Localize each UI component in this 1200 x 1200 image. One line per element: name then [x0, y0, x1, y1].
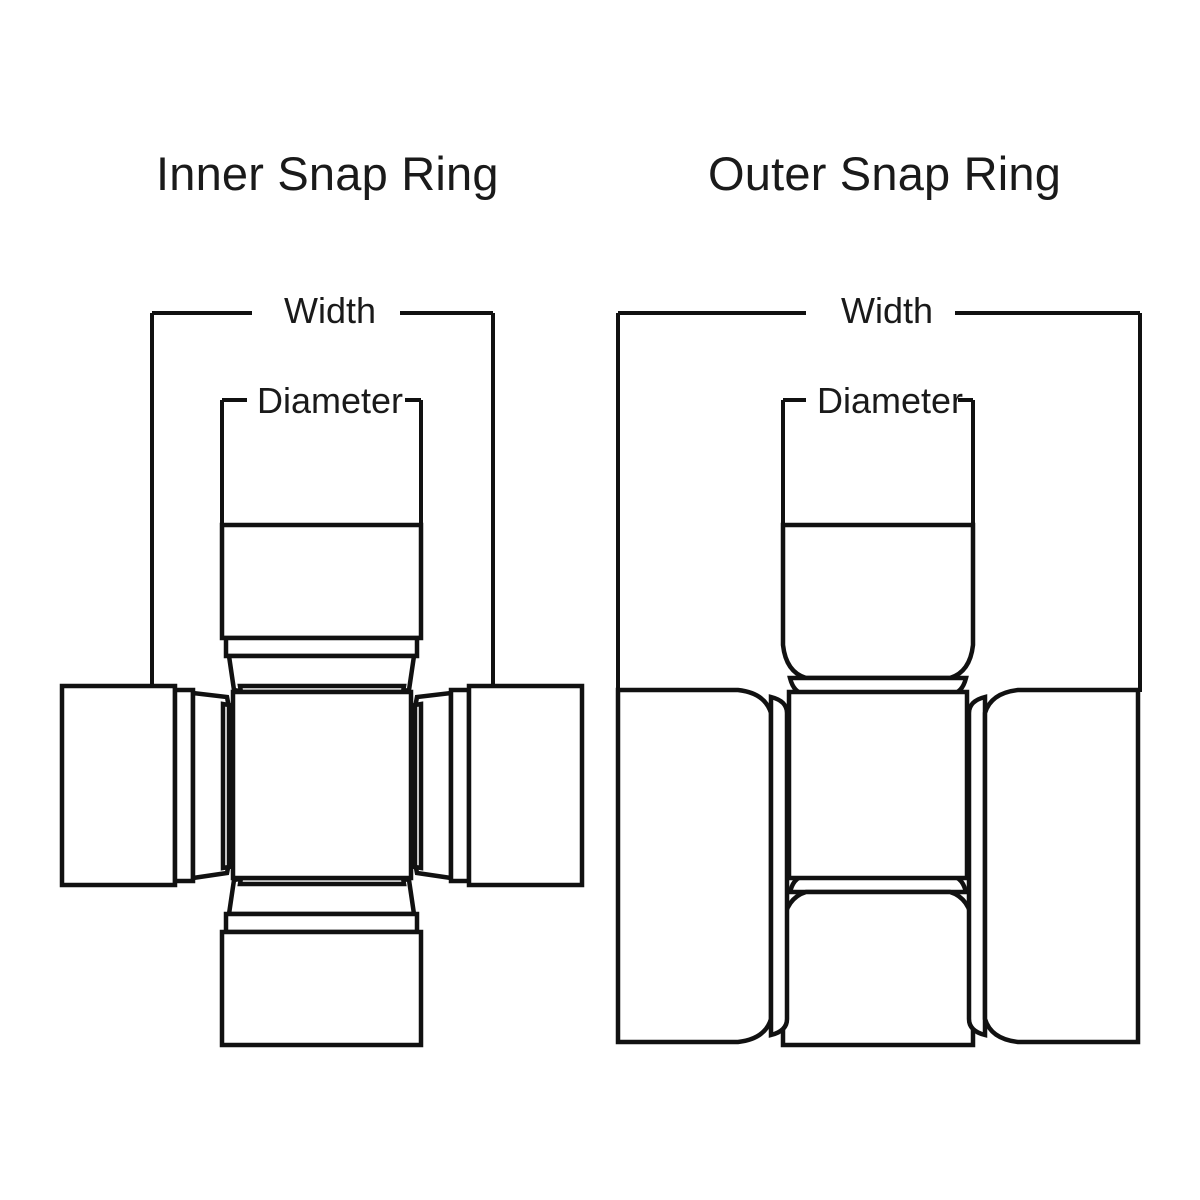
bearing-cap-top-outer	[780, 522, 976, 697]
dimension-diameter-outer	[781, 398, 975, 527]
cap-lip-left-outer	[768, 694, 790, 1038]
dimension-label-width-inner: Width	[275, 290, 386, 332]
bearing-cap-bottom-outer	[780, 873, 976, 1048]
cap-body-left-inner	[59, 683, 178, 888]
panel-title-outer: Outer Snap Ring	[708, 147, 1062, 200]
dimension-width-inner	[150, 311, 495, 692]
snap-ring-band-right-inner	[448, 687, 472, 884]
cap-body-top-outer	[780, 522, 976, 681]
panel-inner-snap-ring	[59, 311, 585, 1048]
cross-hub-inner	[230, 689, 414, 881]
bearing-cap-bottom-inner	[219, 868, 424, 1048]
bearing-cap-left-outer	[615, 687, 790, 1045]
dimension-width-outer	[616, 311, 1142, 692]
bearing-cap-right-inner	[405, 683, 585, 888]
cap-body-right-inner	[466, 683, 585, 888]
cap-body-left-outer	[615, 687, 774, 1045]
dimension-diameter-inner	[220, 398, 423, 527]
snap-ring-band-bottom-inner	[223, 911, 420, 935]
cap-lip-right-outer	[966, 694, 988, 1038]
cap-body-top-inner	[219, 522, 424, 641]
panel-outer-snap-ring	[615, 311, 1142, 1048]
bearing-cap-left-inner	[59, 683, 239, 888]
snap-ring-band-left-inner	[172, 687, 196, 884]
snap-ring-band-top-inner	[223, 635, 420, 659]
dimension-label-diameter-outer: Diameter	[808, 380, 973, 422]
cap-neck-right-inner	[412, 701, 424, 871]
cap-body-bottom-inner	[219, 929, 424, 1048]
cap-body-bottom-outer	[780, 889, 976, 1048]
cross-hub-outer	[786, 689, 970, 881]
bearing-cap-right-outer	[966, 687, 1141, 1045]
bearing-cap-top-inner	[219, 522, 424, 702]
dimension-label-diameter-inner: Diameter	[248, 380, 413, 422]
cap-body-right-outer	[982, 687, 1141, 1045]
dimension-label-width-outer: Width	[832, 290, 943, 332]
panel-title-inner: Inner Snap Ring	[156, 147, 499, 200]
cap-neck-left-inner	[220, 701, 232, 871]
